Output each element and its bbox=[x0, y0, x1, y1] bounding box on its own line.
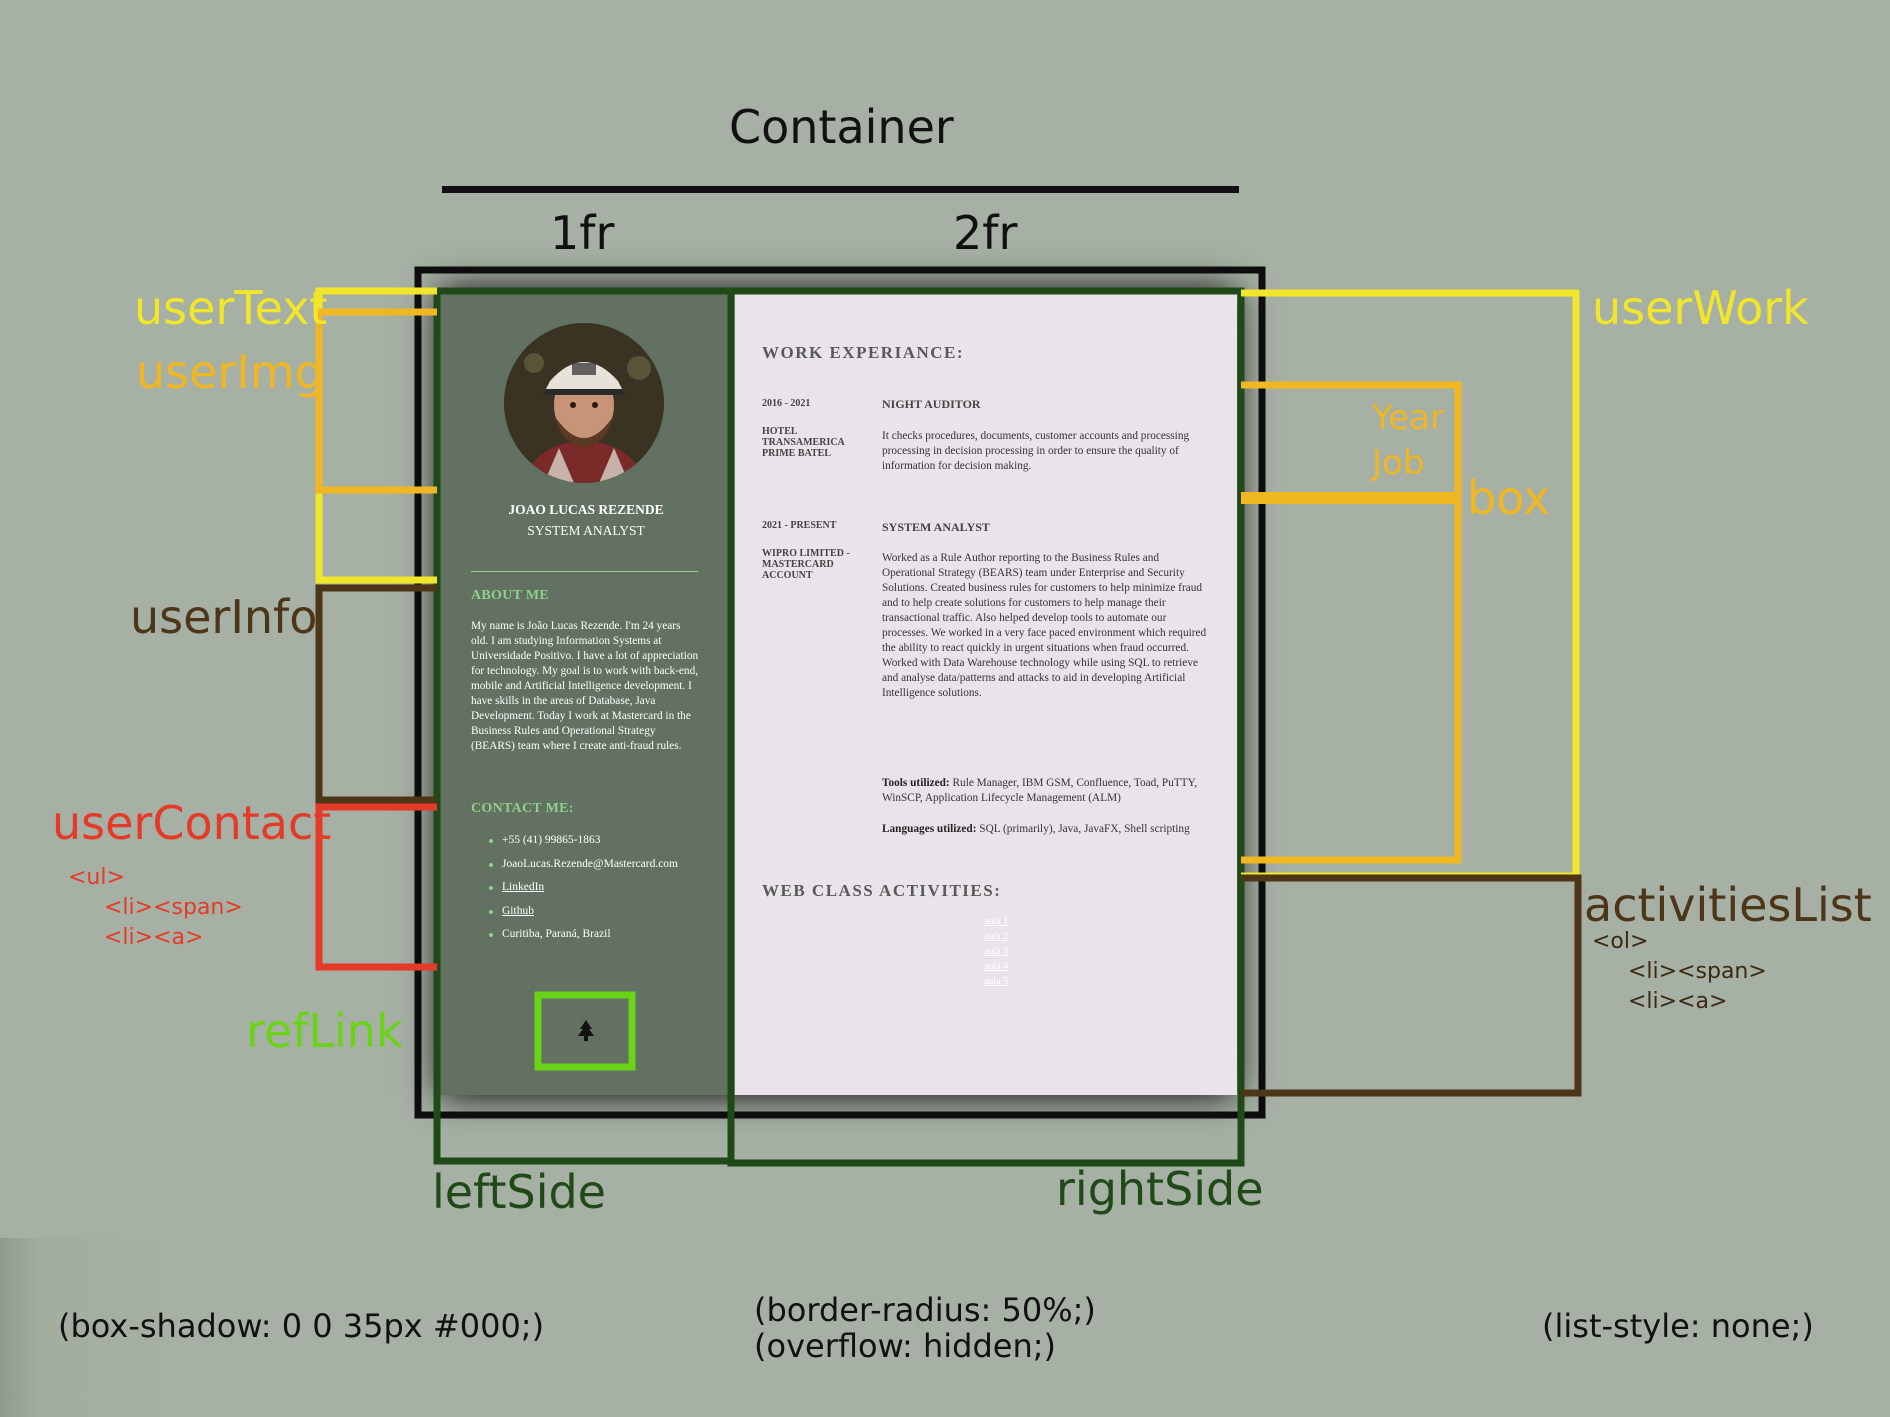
job2-years: 2021 - PRESENT bbox=[762, 520, 837, 531]
languages-value: SQL (primarily), Java, JavaFX, Shell scr… bbox=[979, 823, 1190, 835]
container-box bbox=[414, 266, 1266, 1119]
label-user-text: userText bbox=[134, 281, 328, 335]
github-link[interactable]: Github bbox=[502, 904, 534, 917]
activity-link-4[interactable]: aula 4 bbox=[984, 961, 1009, 972]
activity-link-5[interactable]: aula 5 bbox=[984, 976, 1009, 987]
label-year: Year bbox=[1372, 398, 1444, 438]
contact-list: +55 (41) 99865-1863 JoaoLucas.Rezende@Ma… bbox=[489, 833, 678, 951]
label-box: box bbox=[1467, 471, 1551, 525]
contact-linkedin: LinkedIn bbox=[489, 880, 678, 895]
footer-band bbox=[0, 1238, 1890, 1417]
job2-title: SYSTEM ANALYST bbox=[882, 520, 990, 534]
left-divider bbox=[471, 571, 698, 572]
job2-company: WIPRO LIMITED - MASTERCARD ACCOUNT bbox=[762, 548, 850, 581]
tools-value: Rule Manager, IBM GSM, Confluence, Toad,… bbox=[882, 777, 1198, 804]
code-activities-li-span: <li><span> bbox=[1628, 959, 1767, 984]
footer-list-style: (list-style: none;) bbox=[1542, 1307, 1814, 1345]
container-title: Container bbox=[729, 100, 954, 154]
work-heading: WORK EXPERIANCE: bbox=[762, 343, 965, 362]
label-activities-list: activitiesList bbox=[1584, 878, 1872, 932]
job1-description: It checks procedures, documents, custome… bbox=[882, 430, 1190, 472]
label-user-info: userInfo bbox=[130, 590, 318, 644]
label-user-contact: userContact bbox=[52, 796, 332, 850]
code-contact-li-a: <li><a> bbox=[104, 925, 204, 950]
left-side-box bbox=[433, 287, 735, 1165]
label-job: Job bbox=[1372, 443, 1425, 483]
activity-link-1[interactable]: aula 1 bbox=[984, 916, 1009, 927]
user-img-bracket bbox=[315, 308, 437, 494]
about-heading: ABOUT ME bbox=[471, 588, 549, 603]
box-bracket bbox=[1241, 381, 1462, 864]
contact-phone: +55 (41) 99865-1863 bbox=[489, 833, 678, 848]
resume-name: JOAO LUCAS REZENDE bbox=[508, 502, 664, 517]
job1-company: HOTEL TRANSAMERICA PRIME BATEL bbox=[762, 426, 845, 459]
contact-email: JoaoLucas.Rezende@Mastercard.com bbox=[489, 857, 678, 870]
about-text: My name is João Lucas Rezende. I'm 24 ye… bbox=[471, 620, 699, 752]
avatar-portrait bbox=[504, 323, 664, 483]
contact-location: Curitiba, Paraná, Brazil bbox=[489, 927, 678, 942]
code-activities-li-a: <li><a> bbox=[1628, 989, 1728, 1014]
job1-years: 2016 - 2021 bbox=[762, 398, 811, 409]
footer-box-shadow: (box-shadow: 0 0 35px #000;) bbox=[58, 1307, 545, 1345]
ref-link[interactable] bbox=[572, 1017, 600, 1045]
column-right-fr: 2fr bbox=[953, 206, 1018, 260]
footer-border-radius: (border-radius: 50%;) bbox=[754, 1291, 1096, 1329]
footer-overflow: (overflow: hidden;) bbox=[754, 1327, 1056, 1365]
ref-link-box bbox=[534, 991, 636, 1071]
label-right-side: rightSide bbox=[1056, 1162, 1264, 1216]
column-left-fr: 1fr bbox=[550, 206, 615, 260]
tools-label: Tools utilized: bbox=[882, 777, 950, 789]
activities-list-bracket bbox=[1241, 874, 1582, 1097]
year-job-bar bbox=[1241, 492, 1458, 504]
job1-title: NIGHT AUDITOR bbox=[882, 397, 981, 411]
tree-icon bbox=[578, 1020, 594, 1041]
languages-label: Languages utilized: bbox=[882, 823, 977, 835]
user-contact-bracket bbox=[315, 803, 437, 971]
job2-description: Worked as a Rule Author reporting to the… bbox=[882, 552, 1207, 699]
job2-tools: Tools utilized: Rule Manager, IBM GSM, C… bbox=[882, 776, 1212, 806]
activities-heading: WEB CLASS ACTIVITIES: bbox=[762, 881, 1002, 900]
right-side-box bbox=[727, 287, 1245, 1167]
activities-links: aula 1 aula 2 aula 3 aula 4 aula 5 bbox=[984, 914, 1008, 989]
code-activities-ol: <ol> bbox=[1592, 929, 1649, 954]
avatar bbox=[504, 323, 664, 483]
right-panel bbox=[735, 293, 1237, 1095]
resume-role: SYSTEM ANALYST bbox=[527, 523, 645, 538]
label-user-work: userWork bbox=[1592, 281, 1809, 335]
code-contact-ul: <ul> bbox=[68, 865, 125, 890]
container-width-bar bbox=[442, 186, 1239, 193]
contact-heading: CONTACT ME: bbox=[471, 801, 574, 816]
activity-link-2[interactable]: aula 2 bbox=[984, 931, 1009, 942]
label-ref-link: refLink bbox=[246, 1004, 403, 1058]
job2-languages: Languages utilized: SQL (primarily), Jav… bbox=[882, 822, 1212, 837]
contact-github: Github bbox=[489, 904, 678, 919]
linkedin-link[interactable]: LinkedIn bbox=[502, 881, 545, 893]
user-work-bracket bbox=[1241, 289, 1580, 880]
code-contact-li-span: <li><span> bbox=[104, 895, 243, 920]
label-left-side: leftSide bbox=[432, 1165, 606, 1219]
label-user-img: userImg bbox=[136, 345, 324, 399]
activity-link-3[interactable]: aula 3 bbox=[984, 946, 1009, 957]
user-info-bracket bbox=[315, 584, 437, 804]
